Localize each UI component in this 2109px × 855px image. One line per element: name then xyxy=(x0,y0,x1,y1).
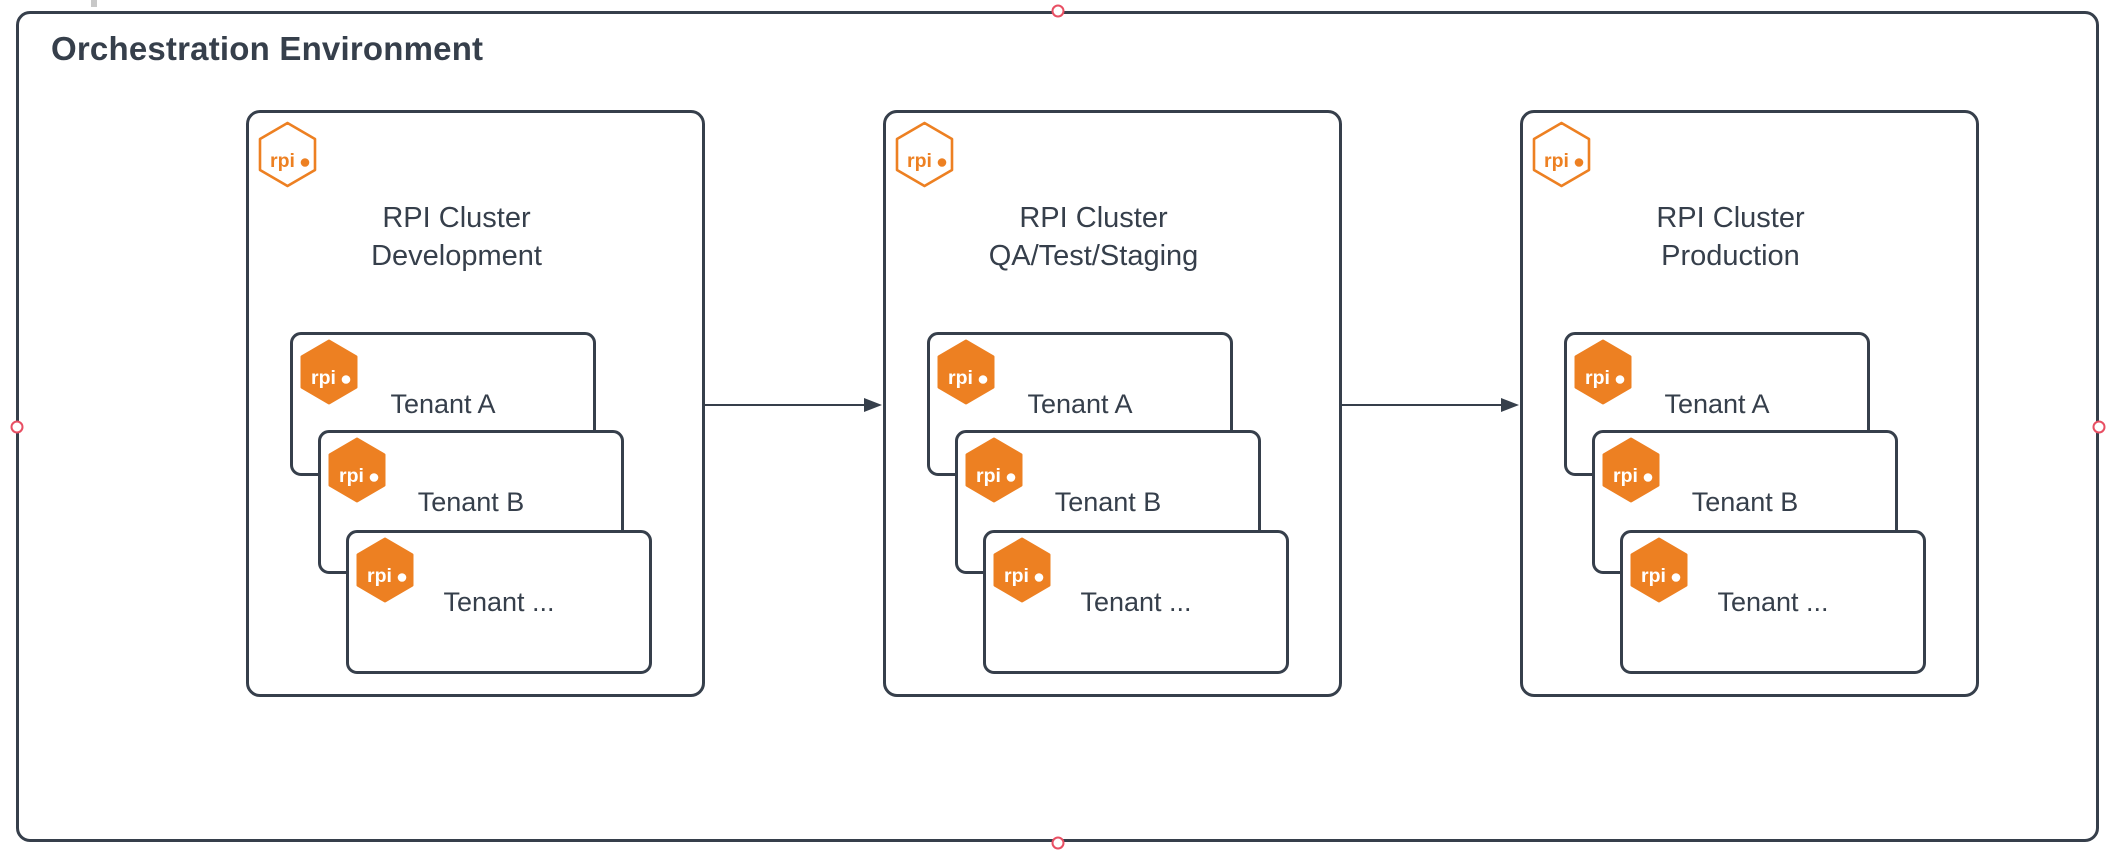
svg-text:rpi: rpi xyxy=(1585,367,1610,389)
tenant-label: Tenant ... xyxy=(443,586,555,617)
cluster-title-line2: QA/Test/Staging xyxy=(988,240,1199,272)
tenant-label: Tenant ... xyxy=(1080,586,1192,617)
rpi-logo-icon: rpi xyxy=(355,537,415,603)
tenant-box[interactable]: rpi Tenant ... xyxy=(1620,530,1926,674)
cluster-title: RPI Cluster Production xyxy=(1523,199,1938,275)
svg-text:rpi: rpi xyxy=(367,565,392,587)
svg-text:rpi: rpi xyxy=(339,465,364,487)
cluster-title: RPI Cluster Development xyxy=(249,199,664,275)
rpi-logo-icon: rpi xyxy=(299,339,359,405)
cluster-development-box[interactable]: rpi RPI Cluster Development rpi Tenant A xyxy=(246,110,705,697)
connection-point-left[interactable] xyxy=(10,420,24,434)
svg-text:rpi: rpi xyxy=(907,150,932,172)
orchestration-environment-label: Orchestration Environment xyxy=(51,30,484,67)
tenant-label: Tenant A xyxy=(390,388,496,419)
tenant-label: Tenant B xyxy=(1691,486,1799,517)
svg-text:rpi: rpi xyxy=(976,465,1001,487)
rpi-logo-outline-icon: rpi xyxy=(894,121,955,188)
svg-text:rpi: rpi xyxy=(1641,565,1666,587)
rpi-logo-icon: rpi xyxy=(1573,339,1633,405)
tenant-label: Tenant A xyxy=(1027,388,1133,419)
rpi-logo-icon: rpi xyxy=(327,437,387,503)
rpi-logo-outline-icon: rpi xyxy=(257,121,318,188)
tenant-label: Tenant B xyxy=(1054,486,1162,517)
flow-arrow-dev-to-qa[interactable] xyxy=(705,395,883,415)
rpi-logo-icon: rpi xyxy=(964,437,1024,503)
svg-text:rpi: rpi xyxy=(311,367,336,389)
canvas-edge-artifact xyxy=(91,0,97,7)
tenant-label: Tenant ... xyxy=(1717,586,1829,617)
svg-text:rpi: rpi xyxy=(948,367,973,389)
svg-text:rpi: rpi xyxy=(270,150,295,172)
cluster-title-line1: RPI Cluster xyxy=(1019,202,1168,234)
svg-text:rpi: rpi xyxy=(1004,565,1029,587)
connection-point-top[interactable] xyxy=(1051,4,1065,18)
connection-point-right[interactable] xyxy=(2092,420,2106,434)
cluster-title-line2: Production xyxy=(1661,240,1800,272)
svg-text:rpi: rpi xyxy=(1544,150,1569,172)
rpi-logo-outline-icon: rpi xyxy=(1531,121,1592,188)
rpi-logo-icon: rpi xyxy=(1629,537,1689,603)
rpi-logo-icon: rpi xyxy=(936,339,996,405)
cluster-title-line2: Development xyxy=(371,240,542,272)
cluster-title-line1: RPI Cluster xyxy=(382,202,531,234)
tenant-box[interactable]: rpi Tenant ... xyxy=(346,530,652,674)
cluster-production-box[interactable]: rpi RPI Cluster Production rpi Tenant A xyxy=(1520,110,1979,697)
flow-arrow-qa-to-prod[interactable] xyxy=(1342,395,1520,415)
cluster-title: RPI Cluster QA/Test/Staging xyxy=(886,199,1301,275)
svg-text:rpi: rpi xyxy=(1613,465,1638,487)
connection-point-bottom[interactable] xyxy=(1051,836,1065,850)
rpi-logo-icon: rpi xyxy=(992,537,1052,603)
tenant-label: Tenant B xyxy=(417,486,525,517)
tenant-box[interactable]: rpi Tenant ... xyxy=(983,530,1289,674)
cluster-qa-test-staging-box[interactable]: rpi RPI Cluster QA/Test/Staging rpi Tena… xyxy=(883,110,1342,697)
cluster-title-line1: RPI Cluster xyxy=(1656,202,1805,234)
tenant-label: Tenant A xyxy=(1664,388,1770,419)
rpi-logo-icon: rpi xyxy=(1601,437,1661,503)
